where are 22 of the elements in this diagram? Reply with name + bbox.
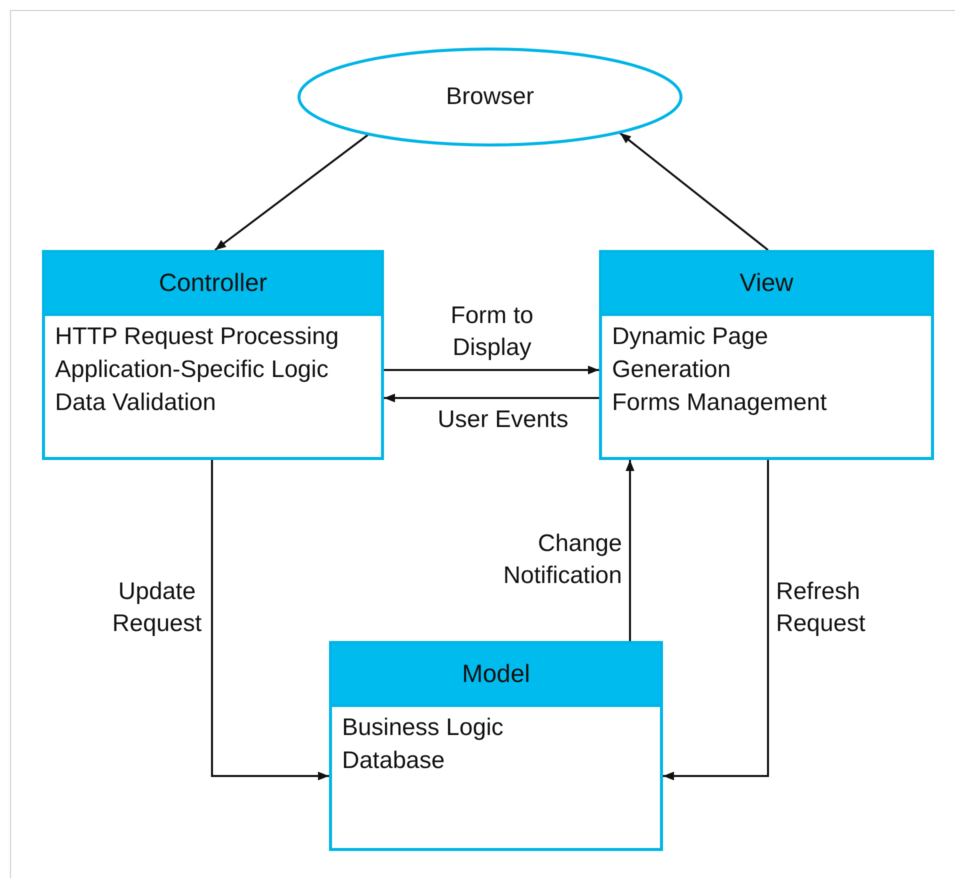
arrow — [384, 394, 599, 402]
arrow — [384, 366, 599, 374]
responsibility-text: Dynamic Page Generation — [612, 323, 768, 383]
arrow — [663, 460, 769, 780]
arrow — [626, 460, 634, 641]
arrow — [619, 132, 769, 251]
arrow — [214, 134, 369, 251]
responsibility-text: Business Logic — [342, 714, 504, 741]
responsibility-text: Forms Management — [612, 389, 827, 416]
component-box — [329, 641, 663, 851]
node-title: Browser — [446, 83, 534, 110]
arrow — [211, 460, 329, 780]
responsibility-text: HTTP Request Processing — [55, 323, 339, 350]
browser-ellipse — [297, 47, 683, 147]
component-title: View — [740, 268, 794, 298]
component-box — [599, 250, 934, 460]
component-title: Controller — [158, 268, 268, 298]
responsibility-text: Application-Specific Logic — [55, 356, 328, 383]
component-box — [42, 250, 384, 460]
responsibility-text: Database — [342, 747, 445, 774]
responsibility-text: Data Validation — [55, 389, 216, 416]
component-title: Model — [462, 660, 530, 688]
